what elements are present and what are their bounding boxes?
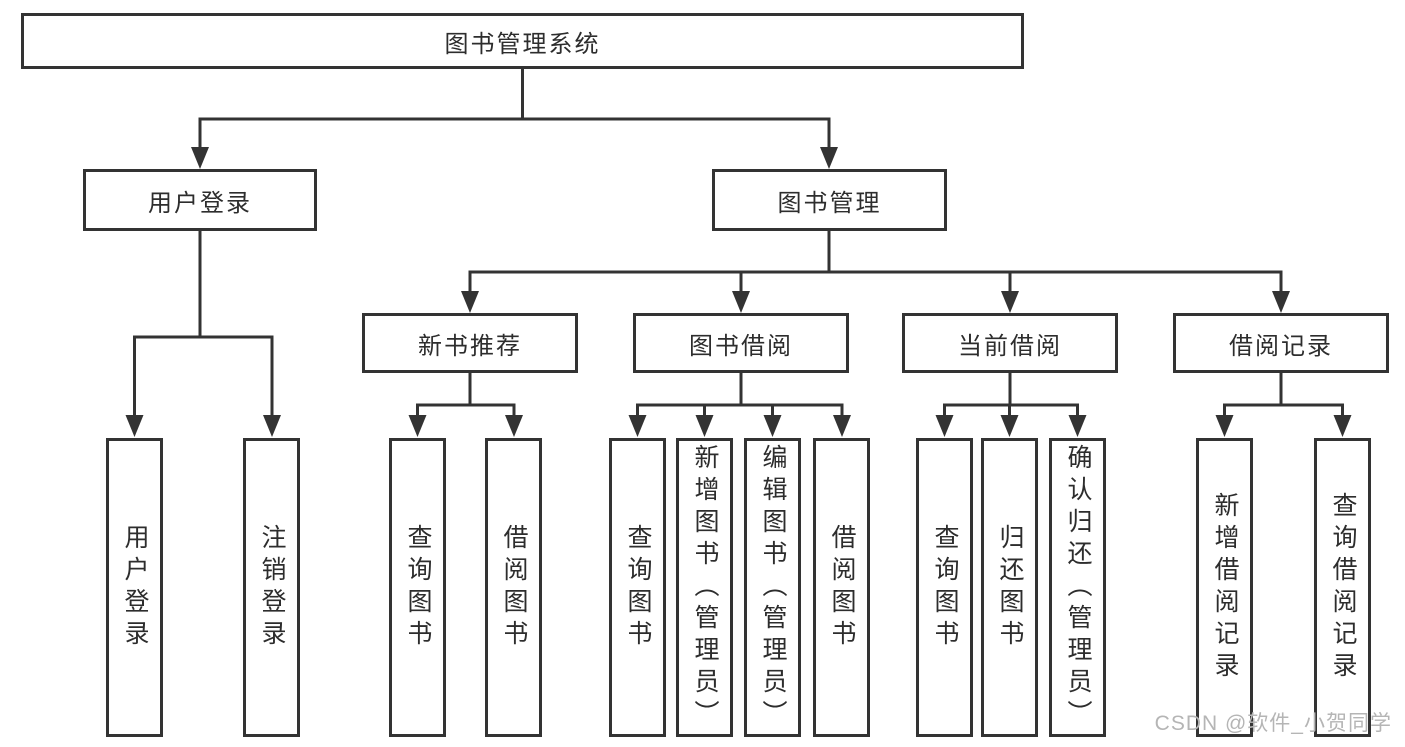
- arrowheads-records-leaves: [1215, 415, 1352, 437]
- node-borrowing-records: 借阅记录: [1173, 313, 1389, 373]
- node-label: 用户登录: [148, 189, 252, 217]
- leaf-label: 确认归还（管理员）: [1064, 443, 1092, 732]
- leaf-label: 注销登录: [258, 523, 286, 652]
- node-label: 图书借阅: [689, 332, 793, 360]
- leaf-label: 用户登录: [121, 523, 149, 652]
- leaf-logout: 注销登录: [243, 438, 300, 737]
- arrowhead-icon: [833, 415, 851, 437]
- watermark: CSDN @软件_小贺同学: [1154, 712, 1392, 735]
- arrowhead-icon: [1068, 415, 1087, 437]
- arrowhead-icon: [1000, 415, 1019, 437]
- arrowhead-icon: [1333, 415, 1352, 437]
- node-label: 当前借阅: [958, 332, 1062, 360]
- arrowhead-icon: [1001, 291, 1019, 313]
- leaf-edit-books-admin: 编辑图书（管理员）: [744, 438, 801, 737]
- arrowhead-icon: [695, 415, 714, 437]
- leaf-label: 查询图书: [404, 523, 432, 652]
- arrowhead-icon: [408, 415, 427, 437]
- leaf-confirm-return-admin: 确认归还（管理员）: [1049, 438, 1106, 737]
- leaf-user-login: 用户登录: [106, 438, 163, 737]
- leaf-label: 查询图书: [931, 523, 959, 652]
- leaf-label: 编辑图书（管理员）: [759, 443, 787, 732]
- arrowhead-icon: [263, 415, 281, 437]
- arrowheads-level3: [461, 291, 1290, 313]
- connector-bookborrow-to-leaves: [636, 373, 844, 416]
- node-new-book-recommendation: 新书推荐: [362, 313, 578, 373]
- leaf-borrow-books: 借阅图书: [813, 438, 870, 737]
- node-label: 图书管理: [777, 189, 882, 217]
- connector-userlogin-to-leaves: [133, 231, 274, 416]
- arrowhead-icon: [628, 415, 647, 437]
- node-label: 借阅记录: [1229, 332, 1333, 360]
- arrowhead-icon: [505, 415, 523, 437]
- arrowhead-icon: [125, 415, 144, 437]
- leaf-query-books-recommend: 查询图书: [389, 438, 446, 737]
- leaf-query-books-borrow: 查询图书: [609, 438, 666, 737]
- leaf-label: 借阅图书: [828, 523, 856, 652]
- connector-bookmgmt-to-level3: [468, 231, 1283, 291]
- leaf-borrow-books-recommend: 借阅图书: [485, 438, 542, 737]
- connector-root-to-level2: [198, 69, 831, 148]
- connector-records-to-leaves: [1223, 373, 1344, 416]
- node-label: 图书管理系统: [444, 30, 601, 58]
- node-library-management-system: 图书管理系统: [21, 13, 1024, 69]
- arrowheads-userlogin-leaves: [125, 415, 281, 437]
- node-user-login: 用户登录: [83, 169, 317, 231]
- node-book-management: 图书管理: [712, 169, 947, 231]
- node-label: 新书推荐: [418, 332, 522, 360]
- leaf-label: 查询图书: [624, 523, 652, 652]
- arrowhead-icon: [191, 147, 209, 169]
- arrowhead-icon: [820, 147, 838, 169]
- arrowhead-icon: [1272, 291, 1290, 313]
- connector-newbook-to-leaves: [416, 373, 516, 416]
- arrowheads-currentborrow-leaves: [935, 415, 1087, 437]
- leaf-add-borrow-record: 新增借阅记录: [1196, 438, 1253, 737]
- leaf-return-books: 归还图书: [981, 438, 1038, 737]
- connector-currentborrow-to-leaves: [943, 373, 1079, 416]
- arrowhead-icon: [461, 291, 479, 313]
- arrowhead-icon: [763, 415, 782, 437]
- leaf-label: 新增借阅记录: [1211, 491, 1239, 684]
- node-book-borrowing: 图书借阅: [633, 313, 849, 373]
- leaf-query-borrow-record: 查询借阅记录: [1314, 438, 1371, 737]
- arrowheads-level2: [191, 147, 838, 169]
- arrowhead-icon: [935, 415, 954, 437]
- leaf-query-books-current: 查询图书: [916, 438, 973, 737]
- leaf-label: 新增图书（管理员）: [691, 443, 719, 732]
- arrowhead-icon: [732, 291, 750, 313]
- leaf-add-books-admin: 新增图书（管理员）: [676, 438, 733, 737]
- leaf-label: 查询借阅记录: [1329, 491, 1357, 684]
- arrowhead-icon: [1215, 415, 1234, 437]
- arrowheads-newbook-leaves: [408, 415, 523, 437]
- leaf-label: 借阅图书: [500, 523, 528, 652]
- node-current-borrowing: 当前借阅: [902, 313, 1118, 373]
- leaf-label: 归还图书: [996, 523, 1024, 652]
- arrowheads-bookborrow-leaves: [628, 415, 851, 437]
